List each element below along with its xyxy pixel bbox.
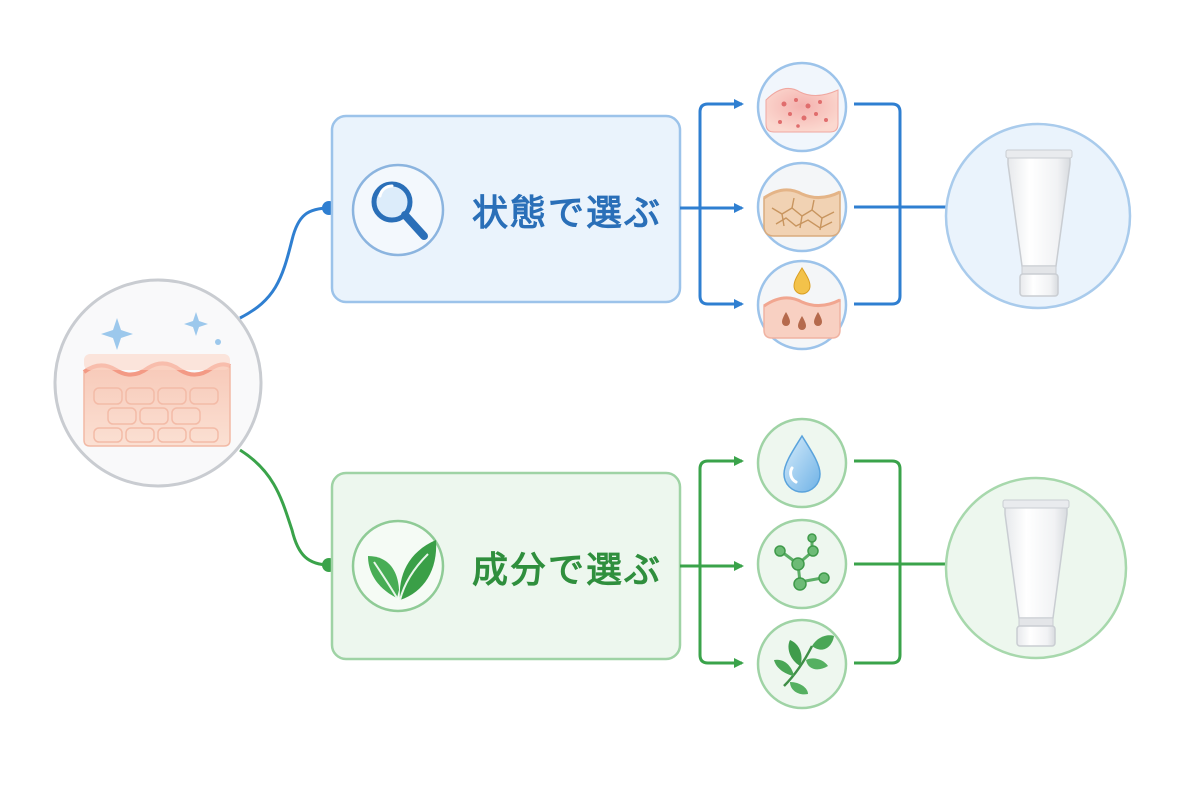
condition-label: 状態で選ぶ: [472, 193, 662, 234]
redness-skin-icon: [765, 87, 839, 133]
sparkle-icon: [101, 312, 221, 350]
connector-source-to-condition: [239, 206, 331, 320]
condition-result-node[interactable]: [944, 122, 1132, 310]
magnifier-icon: [371, 181, 428, 240]
leaf-icon: [368, 540, 437, 601]
skin-layer-icon: [82, 354, 231, 447]
condition-split-connectors: [680, 99, 744, 309]
ingredient-option-molecule[interactable]: [756, 518, 848, 610]
connector-source-to-ingredient: [239, 448, 331, 567]
ingredient-merge-connectors: [854, 459, 948, 665]
condition-option-redness[interactable]: [756, 61, 848, 153]
ingredient-split-connectors: [680, 456, 744, 668]
condition-option-dry[interactable]: [756, 161, 848, 253]
condition-merge-connectors: [854, 102, 948, 306]
condition-branch-box[interactable]: 状態で選ぶ: [330, 114, 682, 304]
water-drop-icon: [783, 434, 821, 493]
ingredient-label: 成分で選ぶ: [472, 550, 662, 591]
oily-skin-icon: [763, 267, 841, 339]
ingredient-branch-box[interactable]: 成分で選ぶ: [330, 471, 682, 661]
ingredient-option-water[interactable]: [756, 417, 848, 509]
condition-option-oily[interactable]: [756, 259, 848, 351]
ingredient-result-node[interactable]: [944, 476, 1128, 660]
herb-icon: [774, 635, 834, 695]
cream-tube-icon: [1002, 499, 1070, 647]
dry-cracked-skin-icon: [763, 188, 841, 237]
skin-source-node: [53, 278, 263, 488]
ingredient-option-herb[interactable]: [756, 618, 848, 710]
cream-tube-icon: [1005, 149, 1073, 297]
molecule-icon: [774, 533, 830, 591]
